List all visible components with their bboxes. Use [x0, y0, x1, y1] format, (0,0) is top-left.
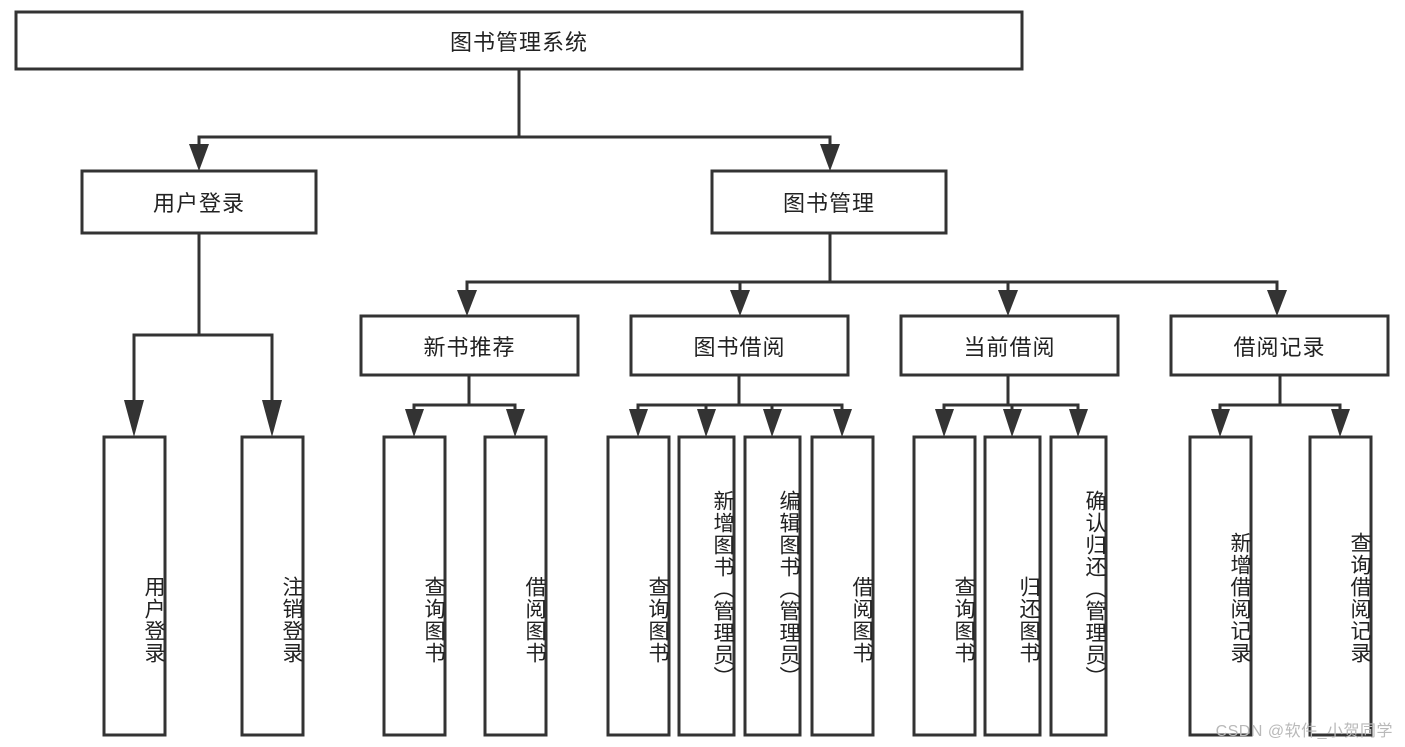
- arrow-head-leaf-user-login: [124, 400, 144, 437]
- connectors-root-to-level2: [189, 67, 840, 171]
- arrow-head-current-borrow: [998, 290, 1018, 316]
- node-box-leaf-return-book[interactable]: [983, 435, 1042, 737]
- node-box-current-borrow[interactable]: [899, 314, 1120, 377]
- arrow-head-leaf-return-book: [1003, 409, 1022, 437]
- connectors-book-borrow-to-leaves: [629, 373, 852, 437]
- arrow-head-borrow-record: [1267, 290, 1287, 316]
- arrow-head-leaf-borrow-book-recommend: [506, 409, 525, 437]
- node-box-leaf-edit-book-admin[interactable]: [743, 435, 802, 737]
- arrow-head-leaf-query-book-recommend: [405, 409, 424, 437]
- arrow-head-new-book-recommend: [457, 290, 477, 316]
- node-box-book-borrow[interactable]: [629, 314, 850, 377]
- arrow-head-book-borrow: [730, 290, 750, 316]
- node-box-user-login[interactable]: [80, 169, 318, 235]
- node-box-leaf-add-borrow-record[interactable]: [1188, 435, 1253, 737]
- node-box-leaf-confirm-return-admin[interactable]: [1049, 435, 1108, 737]
- connectors-borrow-record-to-leaves: [1211, 373, 1350, 437]
- node-box-leaf-query-book-current[interactable]: [912, 435, 977, 737]
- node-box-leaf-query-book-borrow[interactable]: [606, 435, 671, 737]
- arrow-head-leaf-borrow-book: [833, 409, 852, 437]
- node-box-leaf-add-book-admin[interactable]: [677, 435, 736, 737]
- arrow-head-leaf-edit-book-admin: [763, 409, 782, 437]
- connectors-new-book-recommend-to-leaves: [405, 373, 525, 437]
- arrow-head-user-login: [189, 144, 209, 171]
- node-box-leaf-borrow-book-recommend[interactable]: [483, 435, 548, 737]
- arrow-head-leaf-query-book-current: [935, 409, 954, 437]
- connectors-user-login-to-leaves: [124, 231, 282, 437]
- arrow-head-leaf-query-borrow-record: [1331, 409, 1350, 437]
- node-box-leaf-logout[interactable]: [240, 435, 305, 737]
- arrow-head-leaf-logout: [262, 400, 282, 437]
- connectors-current-borrow-to-leaves: [935, 373, 1088, 437]
- arrow-head-leaf-add-book-admin: [697, 409, 716, 437]
- node-box-book-management[interactable]: [710, 169, 948, 235]
- arrow-head-leaf-confirm-return-admin: [1069, 409, 1088, 437]
- node-box-borrow-record[interactable]: [1169, 314, 1390, 377]
- csdn-watermark: CSDN @软件_小贺同学: [1215, 723, 1393, 740]
- connectors-book-management-to-level3: [457, 231, 1287, 316]
- arrow-head-leaf-query-book-borrow: [629, 409, 648, 437]
- arrow-head-leaf-add-borrow-record: [1211, 409, 1230, 437]
- arrow-head-book-management: [820, 144, 840, 171]
- node-box-leaf-query-book-recommend[interactable]: [382, 435, 447, 737]
- node-box-new-book-recommend[interactable]: [359, 314, 580, 377]
- node-box-leaf-borrow-book[interactable]: [810, 435, 875, 737]
- node-box-leaf-user-login[interactable]: [102, 435, 167, 737]
- node-box-root[interactable]: [14, 10, 1024, 71]
- node-box-leaf-query-borrow-record[interactable]: [1308, 435, 1373, 737]
